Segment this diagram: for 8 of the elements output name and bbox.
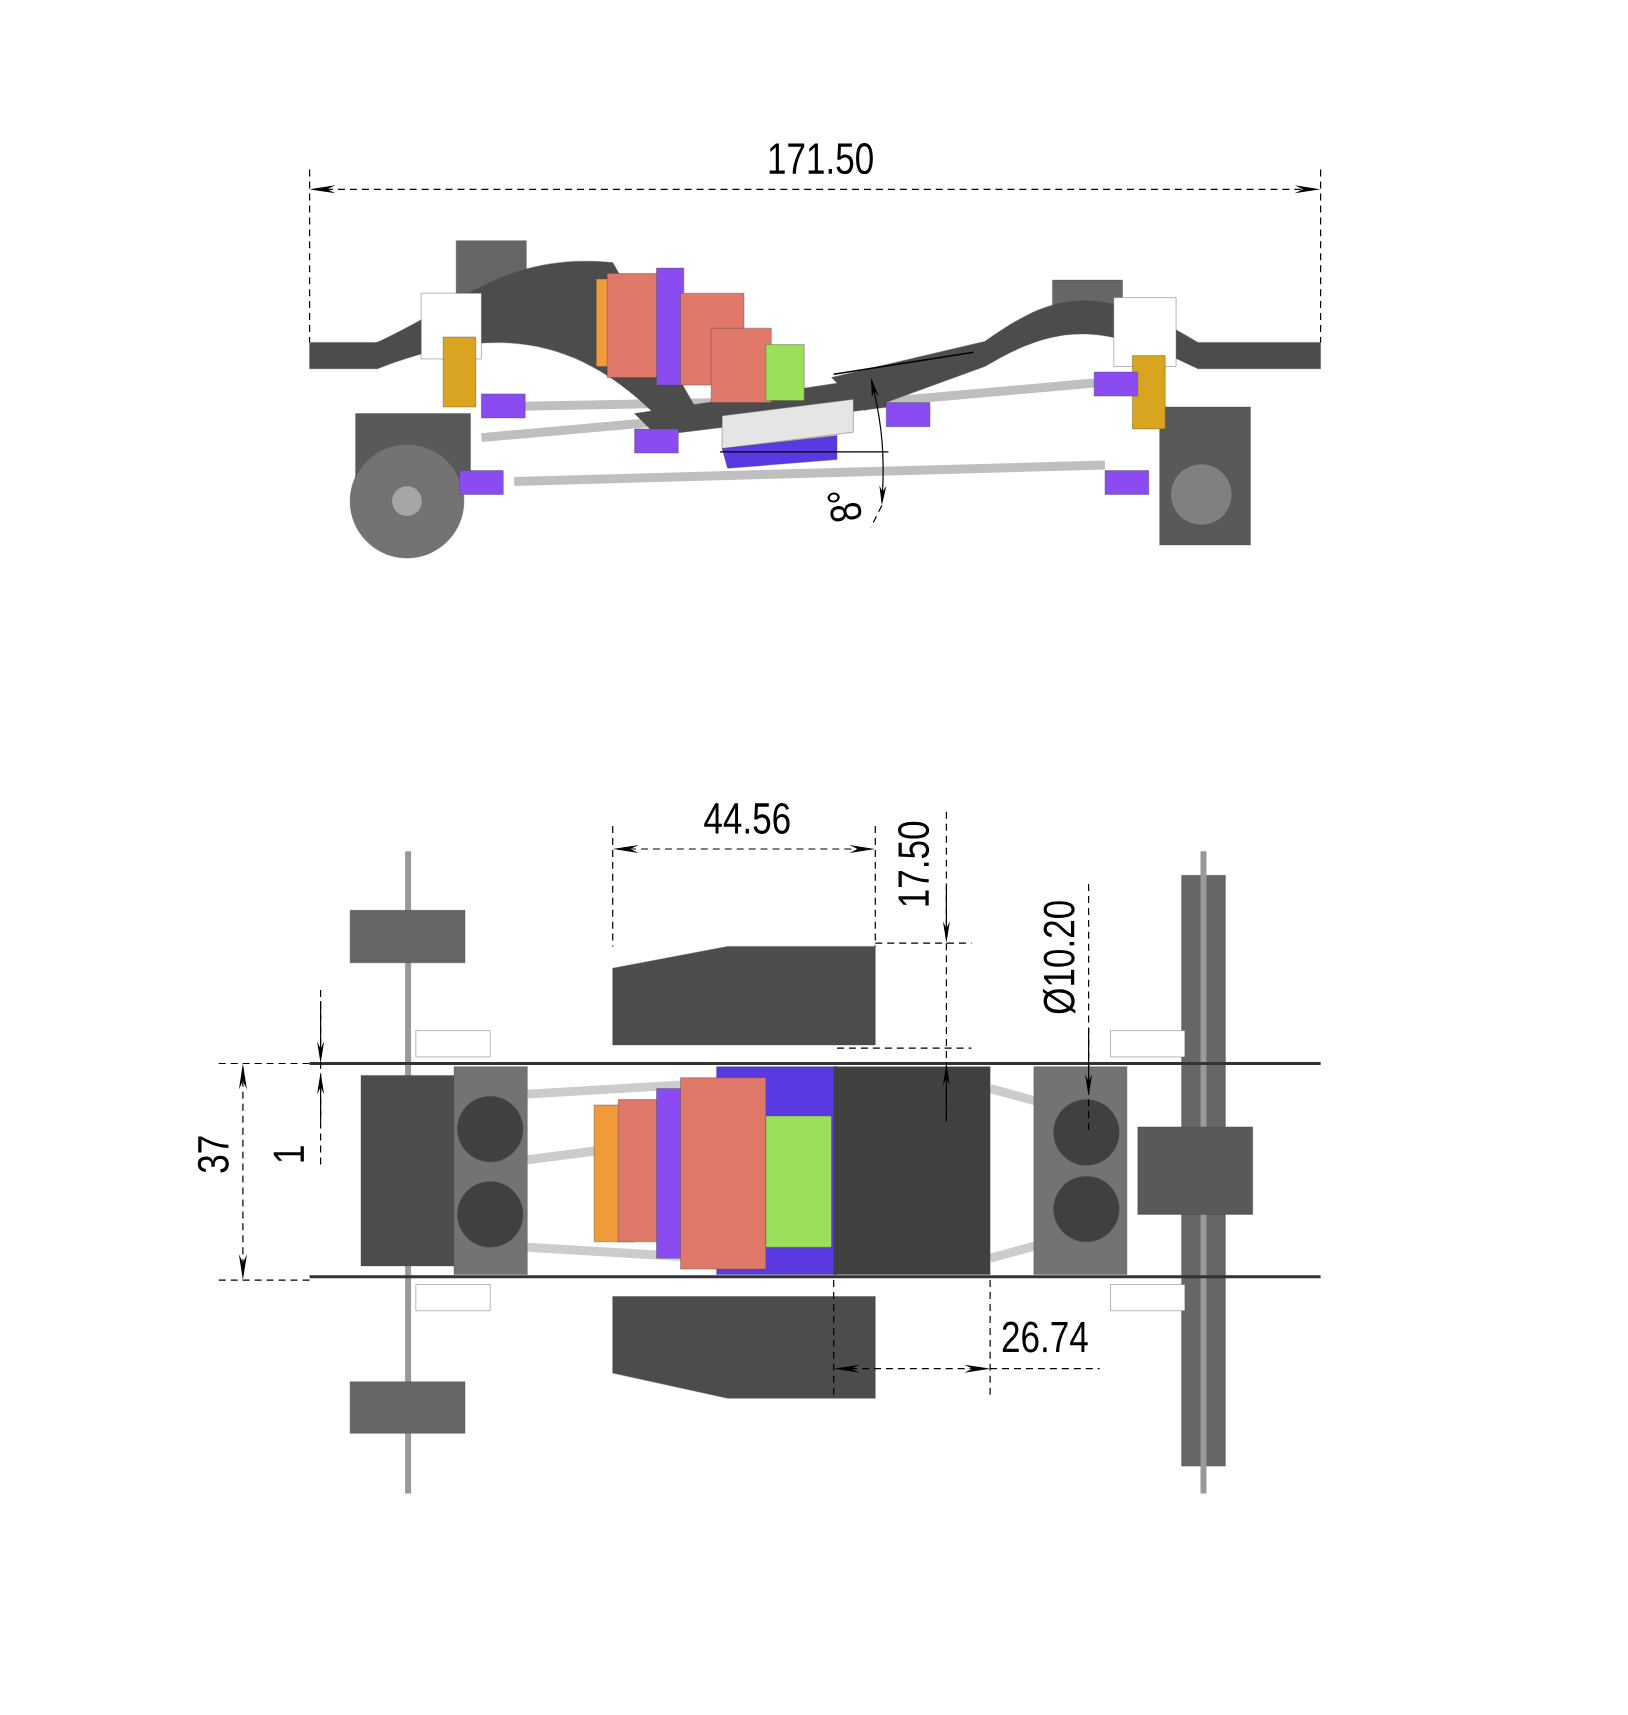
dimension-text: 1: [273, 1146, 304, 1162]
dimension-text: 37: [197, 1136, 229, 1173]
dimension-text: 17.50: [898, 821, 930, 906]
dimension-text: 26.74: [1002, 1321, 1088, 1353]
dimension-text: 44.56: [704, 802, 790, 834]
dimension-text: Ø10.20: [1042, 901, 1076, 1014]
dimension-text: 8°: [827, 492, 862, 522]
dimension-text: 171.50: [769, 143, 873, 175]
